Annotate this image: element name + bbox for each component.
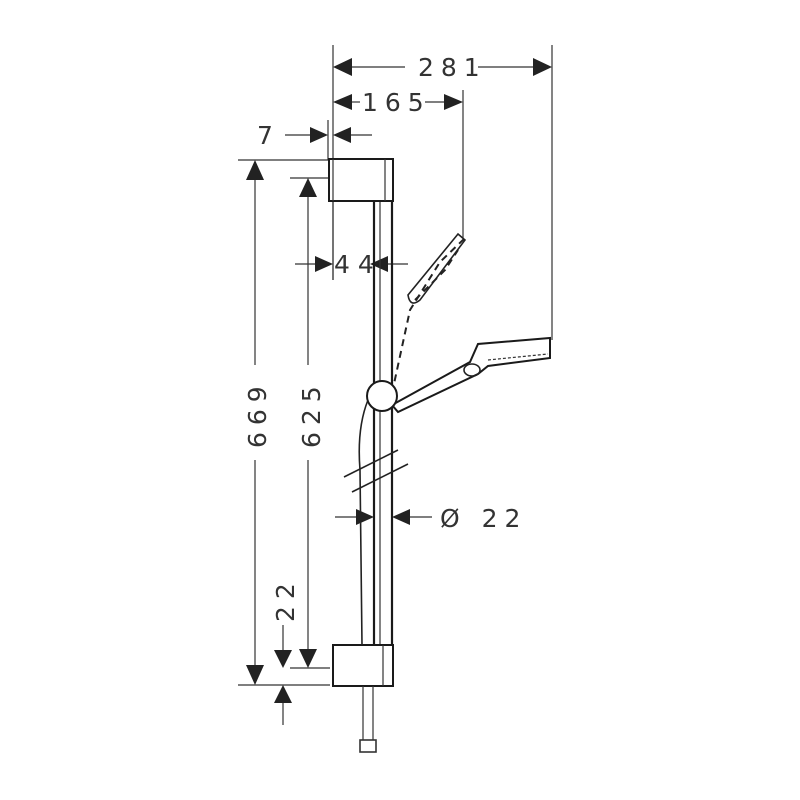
dimension-22-bottom-label: 22 [271, 576, 300, 622]
slide-rail [372, 200, 394, 648]
dimension-7: 7 [257, 120, 372, 160]
dimension-7-label: 7 [257, 121, 280, 150]
arrow-up-icon [274, 685, 292, 703]
shower-hose [358, 399, 377, 753]
arrow-right-icon [315, 256, 333, 272]
dimension-44: 44 [295, 200, 408, 280]
dimension-diameter-label: Ø 22 [440, 504, 527, 533]
arrow-down-icon [299, 649, 317, 668]
handshower [390, 336, 551, 414]
dimension-diameter-22: Ø 22 [335, 504, 527, 533]
arrow-left-icon [333, 94, 352, 110]
dimension-165-label: 165 [362, 88, 431, 117]
dimension-669: 669 [238, 159, 330, 686]
rail-slider [366, 380, 398, 412]
dimension-669-label: 669 [243, 379, 272, 448]
dimension-281: 281 [332, 45, 553, 340]
bottom-wall-bracket [332, 644, 394, 687]
dimension-44-label: 44 [334, 250, 382, 279]
dimension-22-bottom: 22 [271, 576, 300, 725]
dimension-281-label: 281 [418, 53, 487, 82]
arrow-left-icon [333, 58, 352, 76]
arrow-right-icon [310, 127, 328, 143]
arrow-left-icon [333, 127, 351, 143]
arrow-down-icon [274, 650, 292, 668]
break-line [343, 449, 399, 478]
arrow-right-icon [356, 509, 374, 525]
top-wall-bracket [328, 158, 394, 202]
hose-connector [359, 739, 377, 753]
arrow-right-icon [444, 94, 463, 110]
dimension-625-label: 625 [297, 379, 326, 448]
arrow-down-icon [246, 665, 264, 685]
dimension-165: 165 [333, 88, 464, 238]
arrow-left-icon [392, 509, 410, 525]
arrow-left-icon [370, 256, 388, 272]
arrow-right-icon [533, 58, 552, 76]
arrow-up-icon [299, 178, 317, 197]
handshower-alternate-position [391, 232, 467, 394]
break-line [351, 463, 409, 493]
arrow-up-icon [246, 160, 264, 180]
dimension-625: 625 [290, 177, 330, 669]
